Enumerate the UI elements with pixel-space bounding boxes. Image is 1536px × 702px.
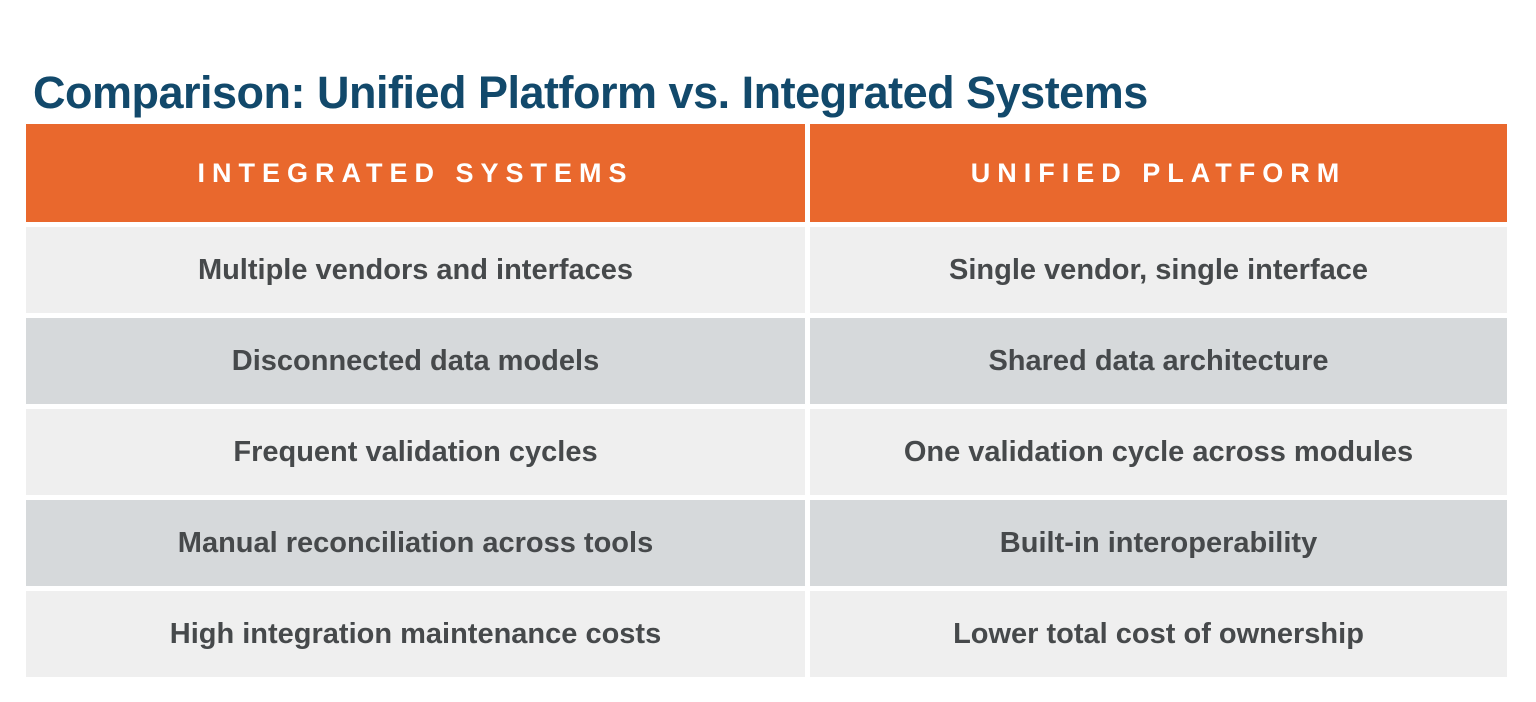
table-cell-integrated-row-4: Manual reconciliation across tools — [26, 500, 805, 586]
page-title: Comparison: Unified Platform vs. Integra… — [33, 67, 1148, 119]
table-cell-unified-row-5: Lower total cost of ownership — [810, 591, 1507, 677]
table-cell-integrated-row-5: High integration maintenance costs — [26, 591, 805, 677]
table-cell-unified-row-4: Built-in interoperability — [810, 500, 1507, 586]
comparison-table: INTEGRATED SYSTEMS UNIFIED PLATFORM Mult… — [26, 124, 1507, 677]
table-cell-integrated-row-3: Frequent validation cycles — [26, 409, 805, 495]
column-header-integrated-systems: INTEGRATED SYSTEMS — [26, 124, 805, 222]
table-cell-unified-row-2: Shared data architecture — [810, 318, 1507, 404]
table-cell-integrated-row-1: Multiple vendors and interfaces — [26, 227, 805, 313]
table-cell-unified-row-3: One validation cycle across modules — [810, 409, 1507, 495]
column-header-unified-platform: UNIFIED PLATFORM — [810, 124, 1507, 222]
table-cell-unified-row-1: Single vendor, single interface — [810, 227, 1507, 313]
table-cell-integrated-row-2: Disconnected data models — [26, 318, 805, 404]
